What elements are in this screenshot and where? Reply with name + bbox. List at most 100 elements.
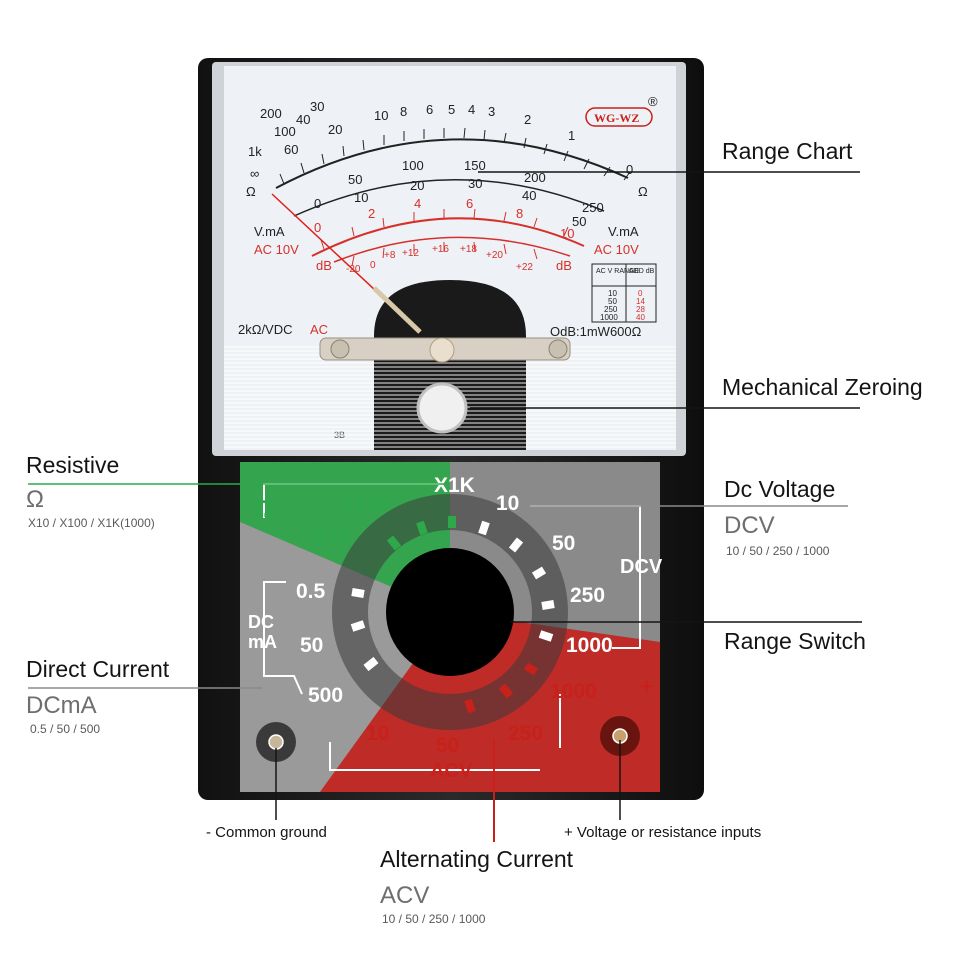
dial-ohm-range: X1K xyxy=(434,474,475,497)
ohm-sector xyxy=(240,462,450,612)
ohm-tick: 1k xyxy=(248,144,262,159)
dial-dcv-range: 250 xyxy=(570,584,606,607)
table-cell: 50 xyxy=(608,297,617,306)
table-cell: 14 xyxy=(636,297,645,306)
dial-ohm-range: X10 xyxy=(314,526,352,549)
db-tick: +20 xyxy=(486,250,503,261)
dial-dcv-range: 10 xyxy=(496,492,520,515)
callout-resistive-symbol: Ω xyxy=(26,486,44,513)
ohm-tick: 60 xyxy=(284,142,298,157)
brand-logo-text: WG-WZ xyxy=(594,111,639,125)
dial-acv-range: 250 xyxy=(508,722,544,745)
v-tick: 50 xyxy=(572,214,586,229)
callout-acv-title: Alternating Current xyxy=(380,846,574,872)
ac-tick: 0 xyxy=(314,220,321,235)
callout-common-ground: - Common ground xyxy=(206,824,327,841)
odb-reference: OdB:1mW600Ω xyxy=(550,324,642,339)
dial-dcma-range: 0.5 xyxy=(296,580,326,603)
ohm-tick: ∞ xyxy=(250,166,259,181)
v-tick: 200 xyxy=(524,170,546,185)
ac-tick: 4 xyxy=(414,196,421,211)
db-label-right: dB xyxy=(556,258,572,273)
table-cell: 0 xyxy=(638,289,643,298)
ohm-symbol-right: Ω xyxy=(638,184,648,199)
acv-db-table: AC V RANGE ADD dB 10 0 50 14 250 28 1000… xyxy=(591,263,657,323)
table-head: ADD dB xyxy=(629,268,655,275)
db-label-left: dB xyxy=(316,258,332,273)
db-tick: +18 xyxy=(460,244,477,255)
callout-acv-symbol: ACV xyxy=(380,882,430,909)
v-tick: 10 xyxy=(354,190,368,205)
needle-counterweight xyxy=(372,286,422,334)
screw-icon xyxy=(330,339,350,359)
v-tick: 100 xyxy=(402,158,424,173)
callout-range-chart: Range Chart xyxy=(722,138,853,164)
pivot-icon xyxy=(429,337,455,363)
v-tick: 50 xyxy=(348,172,362,187)
table-cell: 250 xyxy=(604,305,618,314)
v-tick: 40 xyxy=(522,188,536,203)
callout-resistive-ranges: X10 / X100 / X1K(1000) xyxy=(28,516,155,530)
ac-tick: 8 xyxy=(516,206,523,221)
table-cell: 40 xyxy=(636,313,645,322)
callout-acv-ranges: 10 / 50 / 250 / 1000 xyxy=(382,912,486,926)
v-tick: 20 xyxy=(410,178,424,193)
dial-dcma-range: 500 xyxy=(308,684,344,707)
dial-dcv-label: DCV xyxy=(620,556,663,578)
dial-dcv-range: 1000 xyxy=(566,634,613,657)
db-tick: 0 xyxy=(370,260,376,271)
ac-tick: 2 xyxy=(368,206,375,221)
ohm-tick: 200 xyxy=(260,106,282,121)
ohm-tick: 5 xyxy=(448,102,455,117)
ohm-tick: 3 xyxy=(488,104,495,119)
callout-dcv-symbol: DCV xyxy=(724,512,775,539)
ac10v-label-right: AC 10V xyxy=(594,242,639,257)
ohm-tick: 40 xyxy=(296,112,310,127)
callout-dcv-ranges: 10 / 50 / 250 / 1000 xyxy=(726,544,830,558)
table-head: AC V RANGE xyxy=(596,268,640,275)
db-tick: +16 xyxy=(432,244,449,255)
dial-ohm-range: X100 xyxy=(340,492,390,515)
brand-logo xyxy=(585,107,653,127)
ohm-tick: 100 xyxy=(274,124,296,139)
registered-mark: ® xyxy=(648,94,658,109)
callout-dcv-title: Dc Voltage xyxy=(724,476,836,502)
callout-resistive-title: Resistive xyxy=(26,452,120,478)
v-tick: 0 xyxy=(314,196,321,211)
selector-dial xyxy=(240,462,660,792)
ohm-tick: 30 xyxy=(310,99,324,114)
mechanical-zero-knob[interactable] xyxy=(416,382,468,434)
vma-label-right: V.mA xyxy=(608,224,639,239)
callout-dcma-ranges: 0.5 / 50 / 500 xyxy=(30,722,101,736)
ohm-tick: 0 xyxy=(626,162,633,177)
ohm-tick: 2 xyxy=(524,112,531,127)
callout-range-switch: Range Switch xyxy=(724,628,866,654)
ohm-tick: 1 xyxy=(568,128,575,143)
table-cell: 28 xyxy=(636,305,645,314)
table-cell: 10 xyxy=(608,289,617,298)
ohm-tick: 20 xyxy=(328,122,342,137)
db-tick: +8 xyxy=(384,250,396,261)
db-tick: +12 xyxy=(402,248,419,259)
ohm-symbol-left: Ω xyxy=(246,184,256,199)
dial-dcv-range: 50 xyxy=(552,532,576,555)
sensitivity-label: 2kΩ/VDC xyxy=(238,322,293,337)
db-tick: +22 xyxy=(516,262,533,273)
dial-acv-range: 10 xyxy=(366,722,390,745)
callout-dcma-symbol: DCmA xyxy=(26,692,97,719)
dial-acv-label: ACV xyxy=(430,760,473,782)
table-cell: 1000 xyxy=(600,313,618,322)
ohm-tick: 10 xyxy=(374,108,388,123)
ohm-tick: 4 xyxy=(468,102,475,117)
range-switch-knob[interactable] xyxy=(386,548,514,676)
dial-ohm-label: Ω xyxy=(254,496,274,523)
dial-acv-range: 1000 xyxy=(550,680,597,703)
callout-dcma-title: Direct Current xyxy=(26,656,170,682)
ac10v-label-left: AC 10V xyxy=(254,242,299,257)
vma-label-left: V.mA xyxy=(254,224,285,239)
dial-acv-range: 50 xyxy=(436,734,460,757)
screw-icon xyxy=(548,339,568,359)
ohm-tick: 8 xyxy=(400,104,407,119)
sensitivity-ac-label: AC xyxy=(310,322,328,337)
